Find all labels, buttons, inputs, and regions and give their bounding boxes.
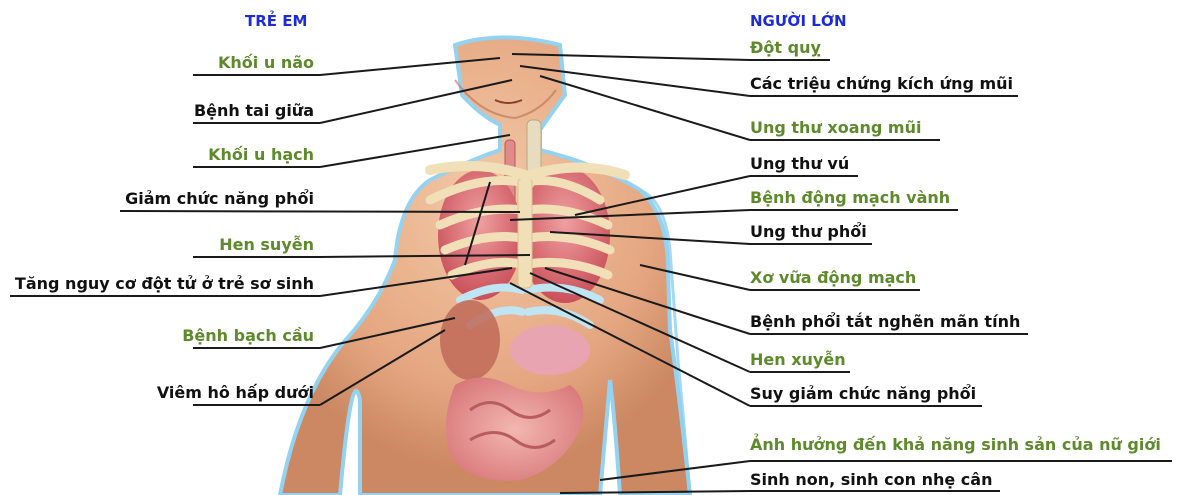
- label-leukemia: Bệnh bạch cầu: [182, 326, 314, 346]
- label-lung-cancer: Ung thư phổi: [750, 222, 867, 242]
- label-asthma-adult: Hen xuyễn: [750, 350, 846, 370]
- label-female-fertility: Ảnh hưởng đến khả năng sinh sản của nữ g…: [750, 435, 1161, 455]
- label-nasal-sinus-cancer: Ung thư xoang mũi: [750, 118, 921, 138]
- label-reduced-lung-function: Giảm chức năng phổi: [125, 189, 314, 209]
- label-preterm-low-birthweight: Sinh non, sinh con nhẹ cân: [750, 470, 992, 490]
- label-middle-ear-disease: Bệnh tai giữa: [194, 101, 314, 121]
- label-atherosclerosis: Xơ vữa động mạch: [750, 268, 916, 288]
- children-heading: TRẺ EM: [245, 12, 307, 30]
- label-lower-respiratory-infection: Viêm hô hấp dưới: [157, 383, 314, 403]
- label-stroke: Đột quỵ: [750, 38, 821, 58]
- label-nasal-irritation: Các triệu chứng kích ứng mũi: [750, 74, 1013, 94]
- label-coronary-artery-disease: Bệnh động mạch vành: [750, 188, 950, 208]
- label-impaired-lung-function: Suy giảm chức năng phổi: [750, 384, 976, 404]
- label-breast-cancer: Ung thư vú: [750, 154, 849, 174]
- label-brain-tumor: Khối u não: [218, 53, 314, 73]
- label-sids-risk: Tăng nguy cơ đột tử ở trẻ sơ sinh: [15, 274, 314, 294]
- label-lymphoma: Khối u hạch: [208, 145, 314, 165]
- adults-heading: NGƯỜI LỚN: [750, 12, 847, 30]
- label-asthma-child: Hen suyễn: [219, 235, 314, 255]
- label-copd: Bệnh phổi tắt nghẽn mãn tính: [750, 312, 1020, 332]
